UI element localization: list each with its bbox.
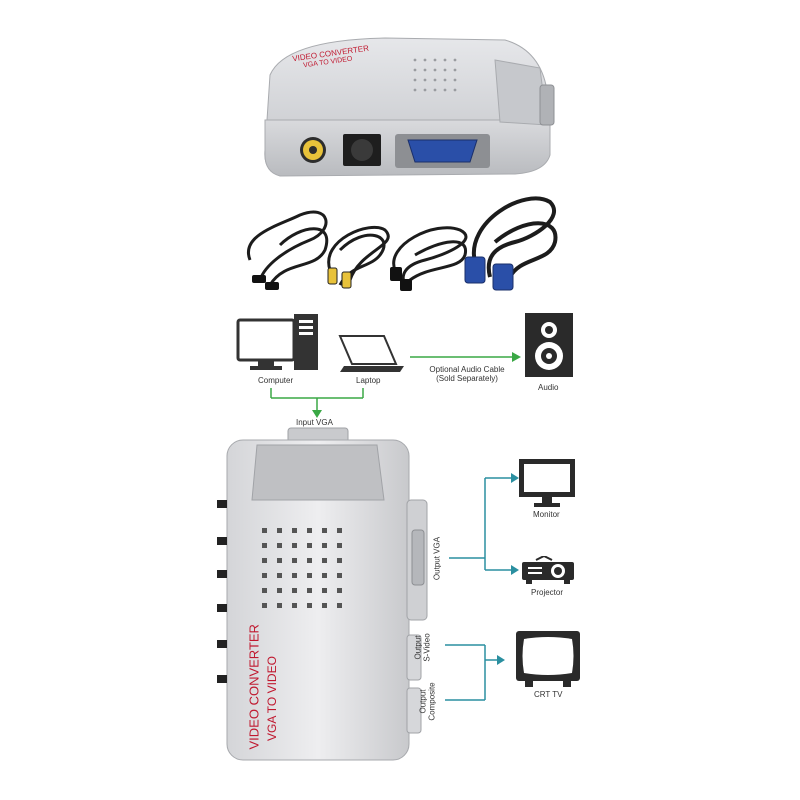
converter-front-photo xyxy=(264,37,555,177)
crt-tv-label: CRT TV xyxy=(534,690,563,699)
speaker-icon xyxy=(525,313,573,377)
svideo-cable xyxy=(246,210,329,290)
laptop-icon xyxy=(338,335,404,372)
vga-cable xyxy=(464,196,558,291)
converter-body xyxy=(217,427,428,761)
body-brand-line1: VIDEO CONVERTER xyxy=(246,624,262,750)
output-composite-label-line1: Output xyxy=(418,689,428,714)
output-arrows xyxy=(445,473,519,701)
body-brand-line2: VGA TO VIDEO xyxy=(265,656,279,741)
projector-icon xyxy=(522,556,574,584)
output-svideo-label-line1: Output xyxy=(413,635,423,660)
computer-icon xyxy=(236,314,318,370)
monitor-label: Monitor xyxy=(533,510,560,519)
computer-label: Computer xyxy=(258,376,294,385)
input-vga-label: Input VGA xyxy=(296,418,333,427)
crt-tv-icon xyxy=(516,631,580,687)
input-vga-arrow xyxy=(270,388,364,418)
output-vga-label: Output VGA xyxy=(432,536,442,581)
audio-cable-label-line1: Optional Audio Cable xyxy=(429,365,505,374)
audio-arrow xyxy=(410,352,521,362)
output-svideo-label-line2: S-Video xyxy=(422,633,432,662)
output-composite-label-line2: Composite xyxy=(427,682,437,721)
laptop-label: Laptop xyxy=(356,376,381,385)
audio-cable-label-line2: (Sold Separately) xyxy=(436,374,498,383)
usb-cable xyxy=(390,226,468,291)
composite-cable xyxy=(327,225,390,289)
audio-label: Audio xyxy=(538,383,559,392)
monitor-icon xyxy=(519,459,575,507)
projector-label: Projector xyxy=(531,588,564,597)
